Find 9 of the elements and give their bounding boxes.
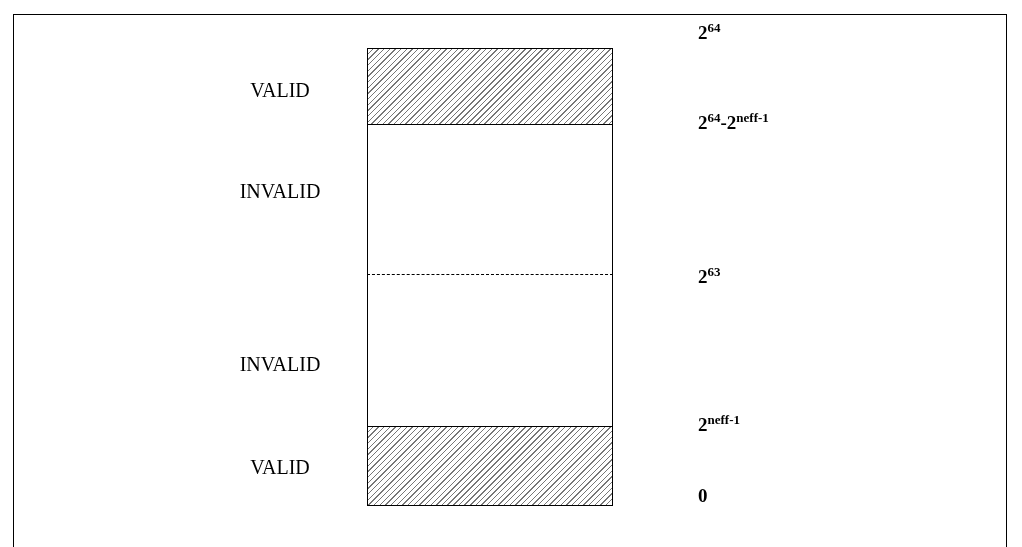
region-label: VALID: [249, 79, 311, 101]
region-label: VALID: [249, 456, 311, 478]
address-label: 2$^{64}$: [698, 19, 721, 46]
region-label: INVALID: [238, 180, 322, 202]
address-label: 2$^{64}$-2$^{neff-1}$: [698, 109, 769, 136]
address-label: 2$^{neff-1}$: [698, 411, 740, 438]
region-label: INVALID: [238, 353, 322, 375]
address-label: 2$^{63}$: [698, 263, 721, 290]
address-label: 0: [698, 484, 708, 508]
